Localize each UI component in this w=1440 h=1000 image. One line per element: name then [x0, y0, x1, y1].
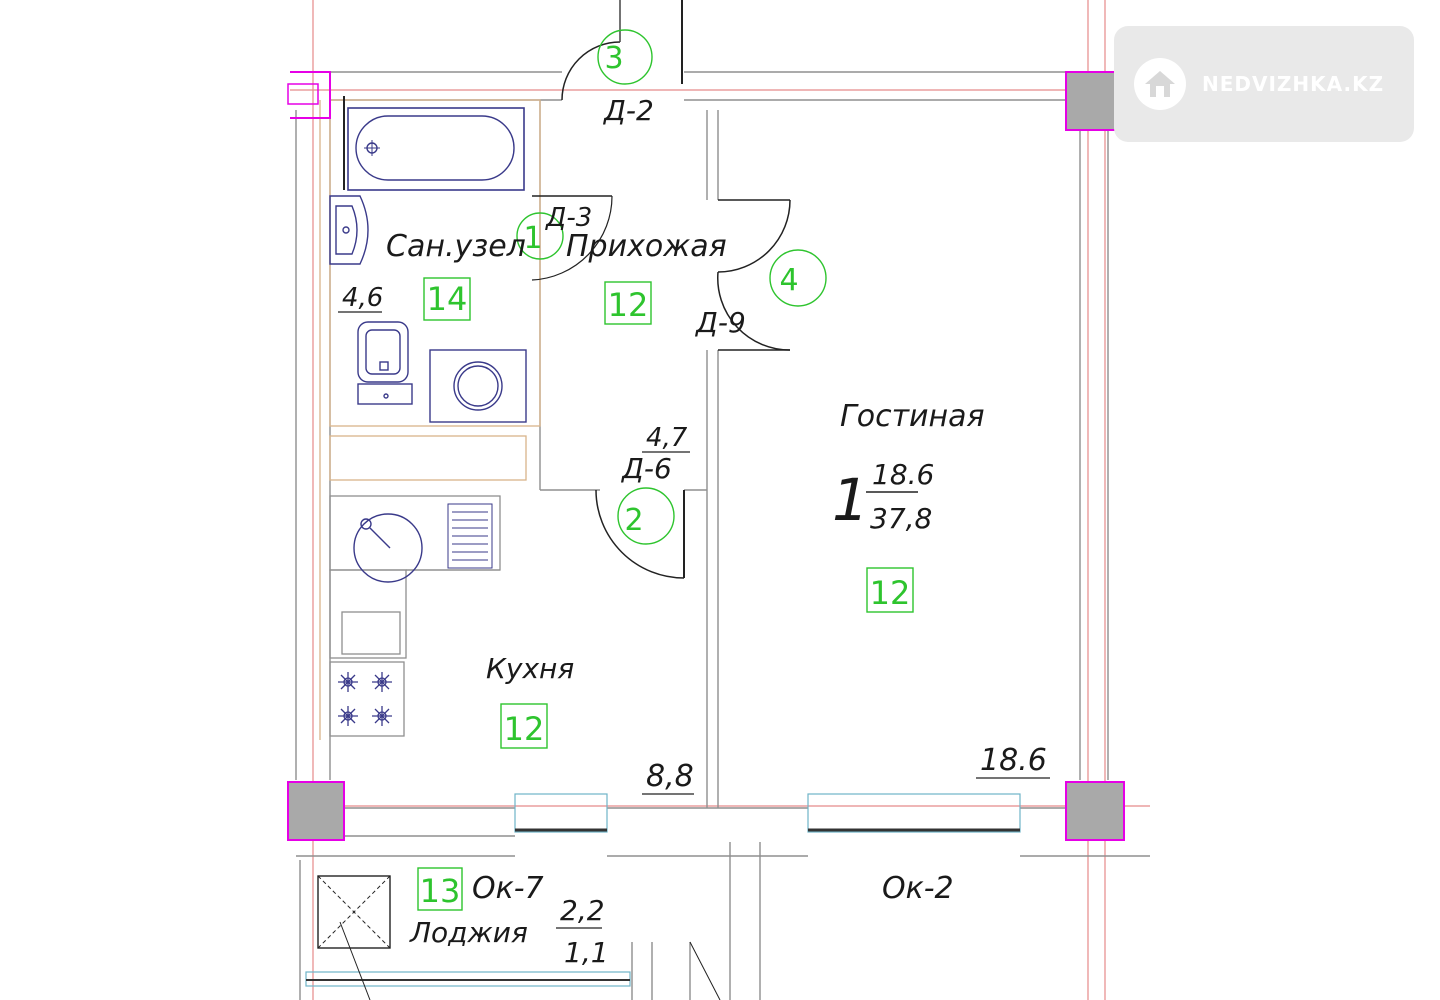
doors	[531, 0, 791, 579]
living-code: 12	[870, 574, 911, 612]
axis-lines	[290, 0, 1150, 1000]
kitchen-sink	[353, 513, 423, 583]
watermark-text: NEDVIZHKA.KZ	[1202, 72, 1385, 96]
kitchen-area: 8,8	[646, 759, 694, 794]
door-d6-num: 2	[624, 503, 643, 538]
hallway-name: Прихожая	[566, 229, 727, 264]
stove	[338, 672, 392, 726]
door-d2-num: 3	[604, 41, 623, 76]
windows	[305, 793, 1021, 987]
living-count: 1	[832, 466, 869, 534]
kitchen-furniture	[329, 495, 501, 737]
kitchen-name: Кухня	[486, 652, 574, 685]
hallway-code: 12	[608, 286, 649, 324]
dimension-right: 18.6	[980, 743, 1047, 778]
bathtub	[347, 107, 525, 191]
hallway-area: 4,7	[646, 423, 688, 453]
living-total: 37,8	[870, 502, 932, 535]
washing-machine	[429, 349, 527, 423]
room-code-boxes	[417, 29, 914, 911]
kitchen-code: 12	[504, 710, 545, 748]
bathroom-name: Сан.узел	[386, 229, 526, 264]
door-d3-label: Д-3	[545, 203, 592, 233]
door-d2-label: Д-2	[602, 94, 654, 127]
loggia-area: 2,2	[560, 894, 605, 927]
living-name: Гостиная	[840, 399, 985, 434]
columns	[287, 71, 1125, 841]
window-ok7-label: Ок-7	[472, 871, 544, 906]
window-ok2-label: Ок-2	[882, 871, 954, 906]
living-area: 18.6	[872, 458, 934, 491]
vent-shaft	[317, 875, 721, 1000]
watermark-badge: NEDVIZHKA.KZ	[1114, 26, 1414, 142]
bathroom-area: 4,6	[342, 283, 383, 313]
door-d3-num: 1	[523, 221, 542, 256]
zones	[319, 99, 541, 740]
door-d9-num: 4	[779, 263, 798, 298]
loggia-area-secondary: 1,1	[564, 936, 609, 969]
door-d6-label: Д-6	[620, 452, 672, 485]
drying-rack	[447, 503, 493, 569]
door-d9-label: Д-9	[694, 306, 746, 339]
house-icon	[1134, 58, 1186, 110]
washbasin	[329, 195, 369, 265]
loggia-code: 13	[420, 872, 461, 910]
loggia-name: Лоджия	[409, 916, 528, 949]
bathroom-code: 14	[427, 280, 468, 318]
toilet	[357, 321, 413, 405]
walls	[295, 71, 1150, 1000]
